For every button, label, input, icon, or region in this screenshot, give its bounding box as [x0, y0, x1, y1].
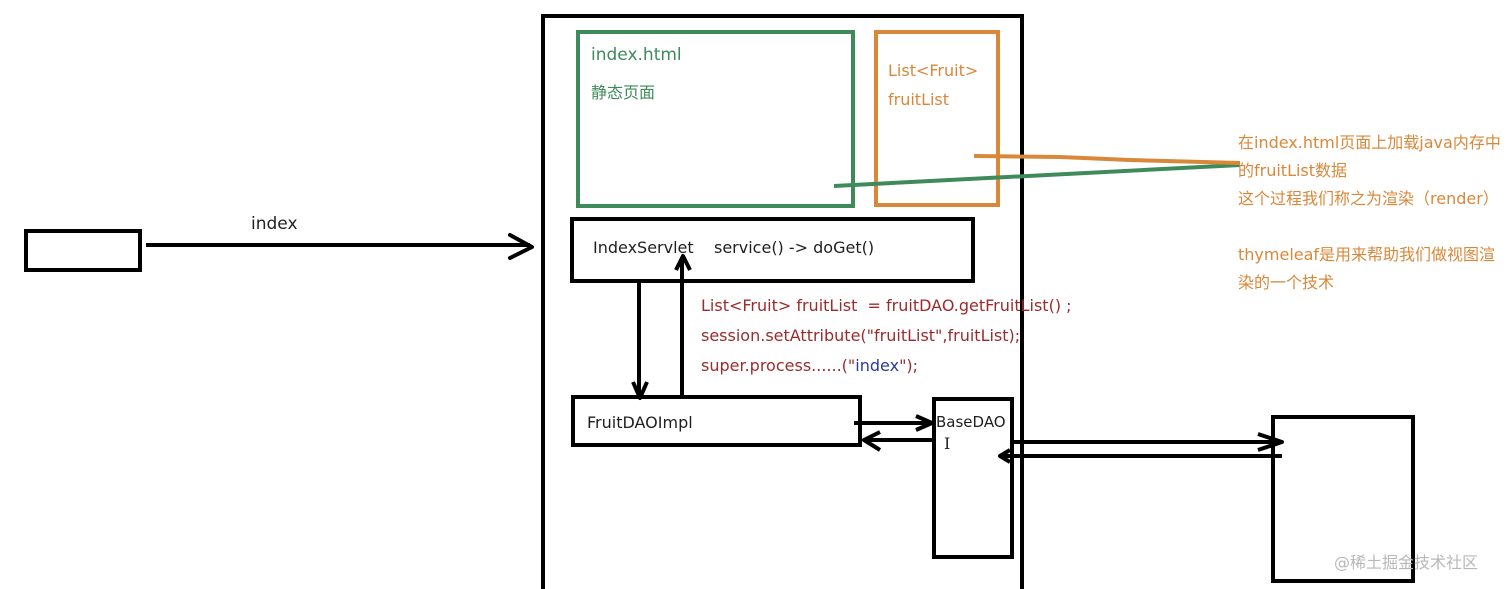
code-line-3-prefix: super.process......(" [701, 356, 856, 375]
basedao-to-db-arrow-head [1257, 432, 1284, 452]
note-line-5: 染的一个技术 [1238, 273, 1335, 292]
view-box [576, 30, 855, 208]
basedao-to-impl-arrow-head [862, 430, 882, 452]
request-label: index [251, 214, 298, 234]
code-line-3: super.process......("index"); [701, 356, 918, 375]
code-line-3-keyword: index [855, 356, 900, 375]
dao-impl-label: FruitDAOImpl [587, 413, 693, 432]
servlet-box [570, 217, 975, 283]
return-list-arrow-head [674, 254, 692, 271]
model-box [874, 30, 1000, 207]
code-line-2: session.setAttribute("fruitList",fruitLi… [701, 326, 1021, 345]
view-box-title: index.html [591, 45, 682, 65]
code-line-1: List<Fruit> fruitList = fruitDAO.getFrui… [701, 296, 1072, 315]
servlet-box-label: IndexServlet service() -> doGet() [593, 238, 875, 257]
base-dao-label: BaseDAO [936, 413, 1006, 431]
request-arrow-head [508, 233, 534, 260]
note-connector-orange [973, 154, 1241, 165]
model-box-line1: List<Fruit> [888, 61, 979, 80]
render-connector-green [833, 163, 1241, 188]
watermark: @稀土掘金技术社区 [1334, 553, 1479, 572]
render-explanation-note: 在index.html页面上加载java内存中 的fruitList数据 这个过… [1238, 129, 1501, 297]
view-box-subtitle: 静态页面 [591, 83, 656, 102]
text-cursor-icon: I [944, 434, 951, 453]
code-line-3-suffix: "); [899, 356, 919, 375]
model-box-line2: fruitList [888, 90, 950, 109]
db-to-basedao-arrow-head [998, 448, 1012, 464]
note-line-4: thymeleaf是用来帮助我们做视图渲 [1238, 245, 1496, 264]
server-container [541, 14, 1024, 589]
note-line-2: 的fruitList数据 [1238, 161, 1348, 180]
client-box [24, 229, 142, 272]
base-dao-box [932, 397, 1014, 559]
note-line-1: 在index.html页面上加载java内存中 [1238, 133, 1501, 152]
note-line-3: 这个过程我们称之为渲染（render） [1238, 189, 1499, 208]
database-box [1271, 415, 1415, 583]
